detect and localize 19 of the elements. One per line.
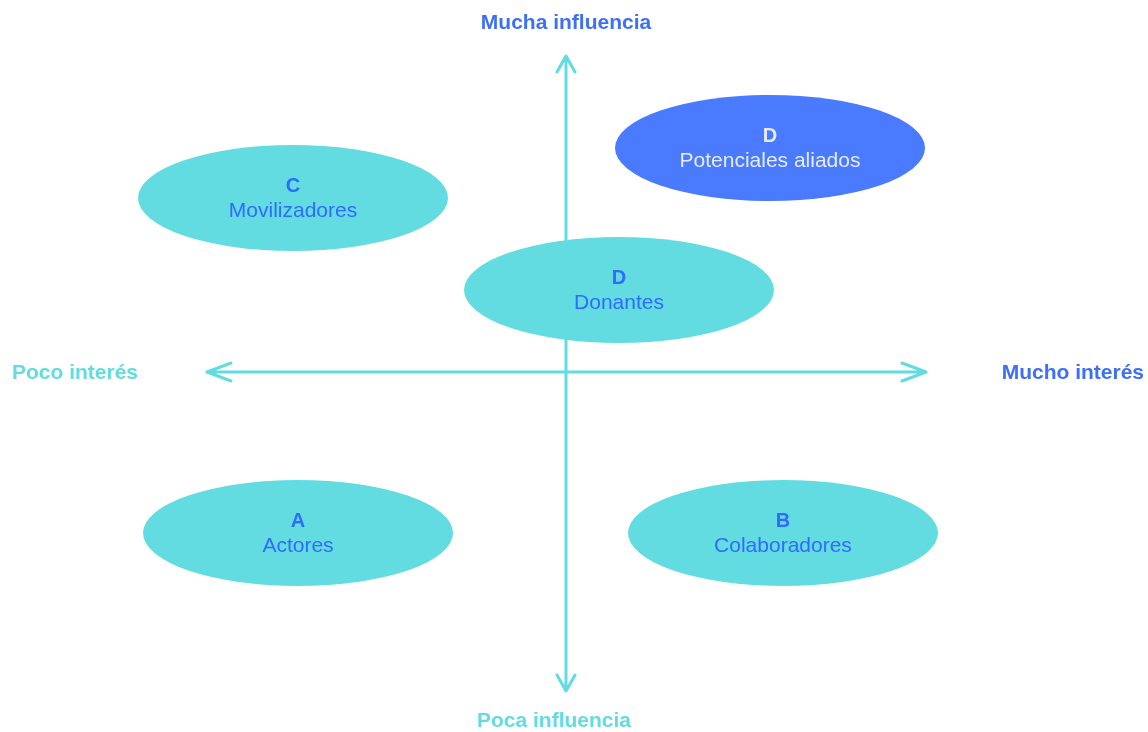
group-name: Actores bbox=[262, 532, 334, 558]
group-letter: D bbox=[762, 123, 778, 147]
stakeholder-ellipse bbox=[628, 480, 938, 586]
group-name: Movilizadores bbox=[228, 197, 358, 223]
group-name: Potenciales aliados bbox=[679, 147, 861, 173]
group-letter: C bbox=[285, 173, 301, 197]
group-letter: D bbox=[611, 265, 627, 289]
axis-label: Mucho interés bbox=[1001, 360, 1144, 384]
axis-label: Poco interés bbox=[12, 360, 139, 384]
group-name: Colaboradores bbox=[714, 532, 852, 558]
stakeholder-ellipse bbox=[464, 237, 774, 343]
axis-label: Mucha influencia bbox=[480, 10, 652, 34]
group-name: Donantes bbox=[574, 289, 664, 315]
stakeholder-ellipse bbox=[143, 480, 453, 586]
stakeholder-ellipse bbox=[615, 95, 925, 201]
group-letter: A bbox=[290, 508, 306, 532]
stakeholder-ellipse bbox=[138, 145, 448, 251]
axis-label: Poca influencia bbox=[477, 708, 631, 732]
group-letter: B bbox=[775, 508, 791, 532]
